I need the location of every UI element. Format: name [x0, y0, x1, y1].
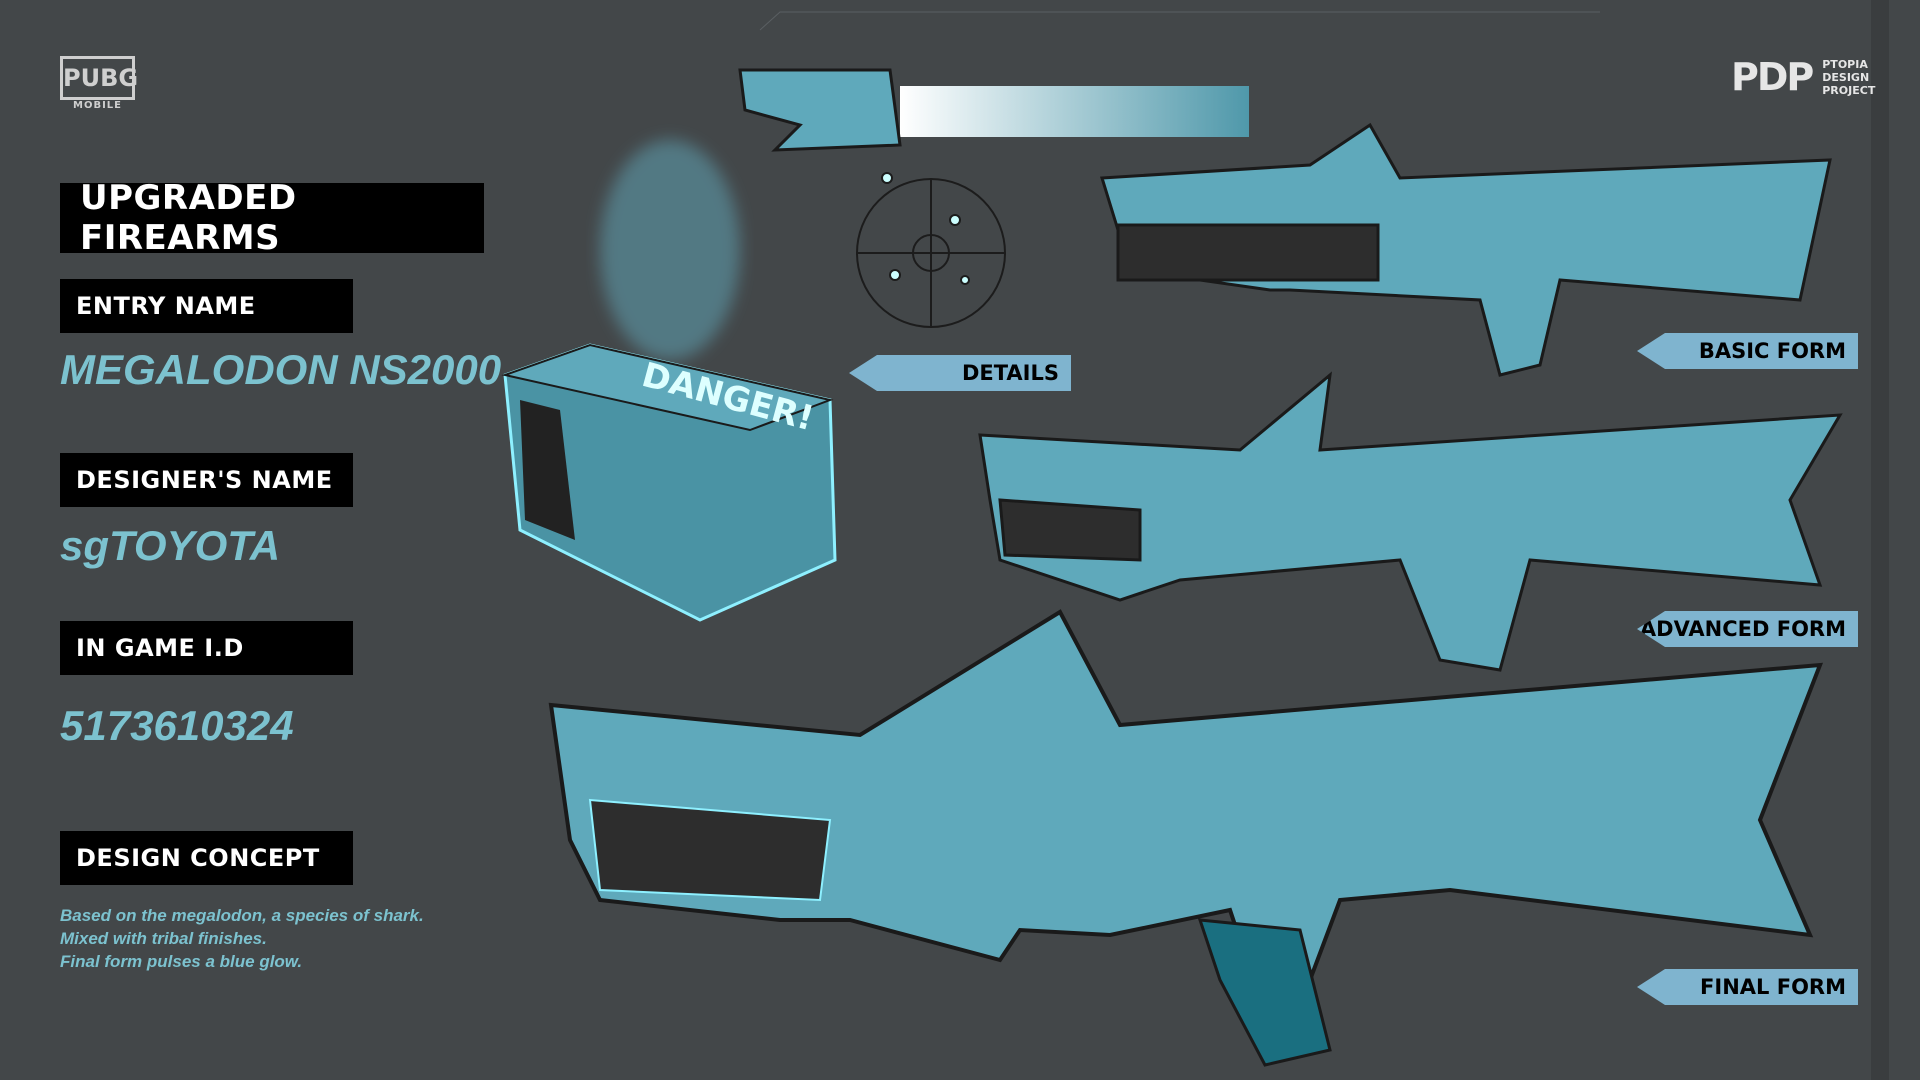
entry-name-label: ENTRY NAME — [60, 279, 353, 333]
design-concept-text: Based on the megalodon, a species of sha… — [60, 904, 424, 973]
ptopia-design-project-logo: PDP PTOPIA DESIGN PROJECT — [1731, 55, 1875, 99]
designer-name-value: sgTOYOTA — [60, 522, 281, 569]
concept-line: Final form pulses a blue glow. — [60, 952, 303, 971]
crosshair-icon — [856, 172, 1006, 328]
designer-name-label: DESIGNER'S NAME — [60, 453, 353, 507]
detail-bullet-image — [738, 68, 1249, 152]
basic-form-tag: BASIC FORM — [1637, 333, 1858, 369]
details-tag: DETAILS — [849, 355, 1071, 391]
basic-form-weapon-image — [1100, 122, 1832, 377]
final-form-weapon-image — [548, 609, 1824, 1067]
advanced-form-weapon-image — [978, 371, 1843, 672]
pubg-logo-sub: MOBILE — [73, 100, 122, 111]
final-form-tag: FINAL FORM — [1637, 969, 1858, 1005]
frame-line — [759, 11, 1600, 31]
entry-name-value: MEGALODON NS2000 — [60, 346, 502, 393]
advanced-form-tag: ADVANCED FORM — [1637, 611, 1858, 647]
concept-line: Mixed with tribal finishes. — [60, 929, 267, 948]
in-game-id-value: 5173610324 — [60, 702, 294, 749]
crate-image — [501, 140, 837, 622]
pdp-mark: PDP — [1731, 55, 1814, 99]
pdp-line-1: PTOPIA — [1822, 57, 1868, 71]
page-title: UPGRADED FIREARMS — [60, 178, 484, 258]
pubg-logo-main: PUBG — [60, 56, 138, 100]
pubg-mobile-logo: PUBG MOBILE — [60, 56, 138, 111]
concept-line: Based on the megalodon, a species of sha… — [60, 906, 424, 925]
pdp-line-2: DESIGN — [1822, 70, 1870, 84]
in-game-id-label: IN GAME I.D — [60, 621, 353, 675]
design-concept-label: DESIGN CONCEPT — [60, 831, 353, 885]
pdp-line-3: PROJECT — [1822, 83, 1876, 97]
